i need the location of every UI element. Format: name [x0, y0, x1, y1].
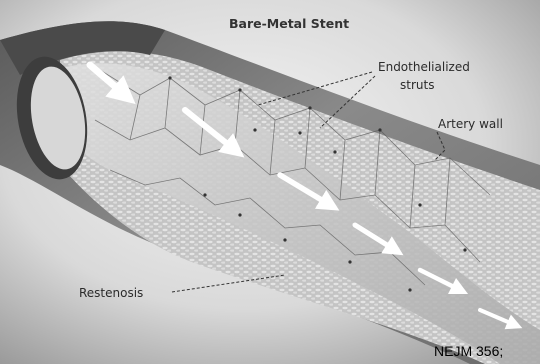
artery-wall-label: Artery wall — [438, 117, 503, 131]
restenosis-label: Restenosis — [79, 286, 143, 300]
endothelialized-label: Endothelialized — [378, 60, 470, 74]
diagram-title: Bare-Metal Stent — [229, 16, 349, 31]
source-credit: NEJM 356; — [434, 343, 503, 359]
struts-label: struts — [400, 78, 434, 92]
